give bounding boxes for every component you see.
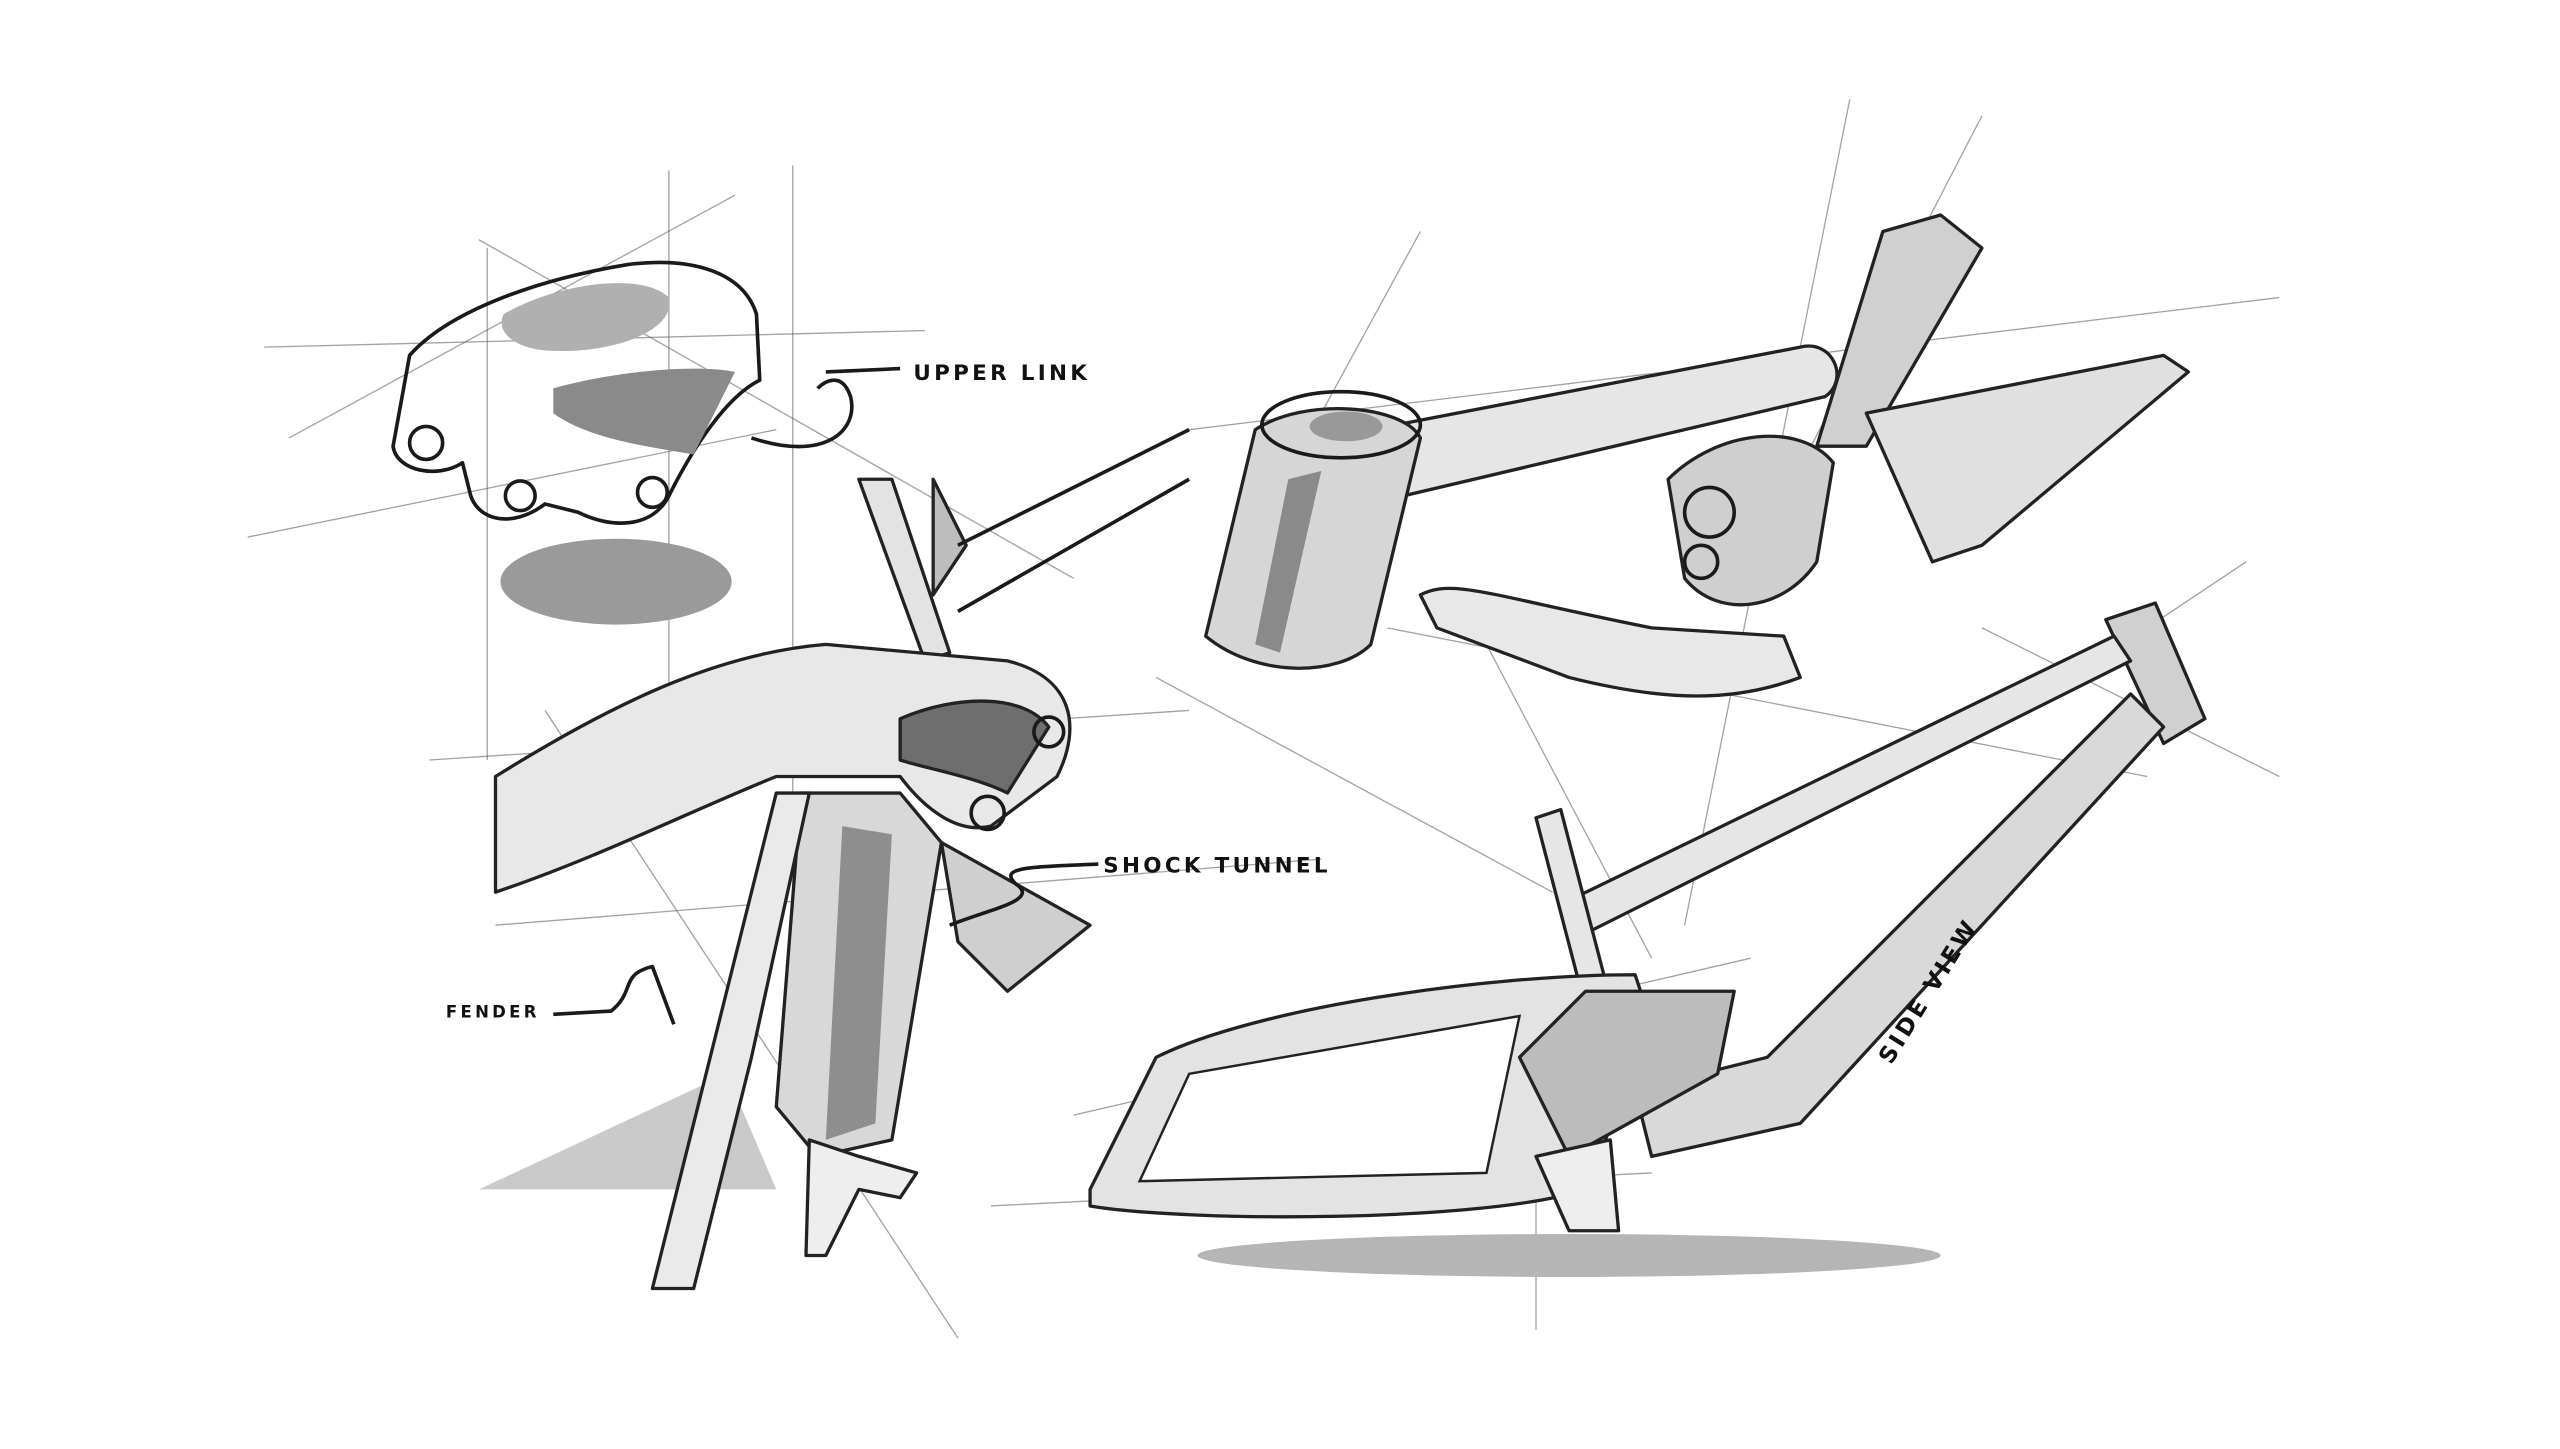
upper-link-shadow <box>500 538 732 625</box>
side-view-frame-sketch <box>1088 601 2207 1277</box>
front-triangle-sketch <box>1204 213 2191 698</box>
label-upper-link: UPPER LINK <box>913 361 1090 386</box>
shock-tunnel-sketch <box>478 428 1191 1291</box>
label-fender: FENDER <box>446 1003 540 1022</box>
upper-link-sketch <box>391 260 762 625</box>
side-view-shadow <box>1197 1234 1941 1277</box>
label-shock-tunnel: SHOCK TUNNEL <box>1103 853 1331 878</box>
callout-leaders <box>553 366 1099 1025</box>
